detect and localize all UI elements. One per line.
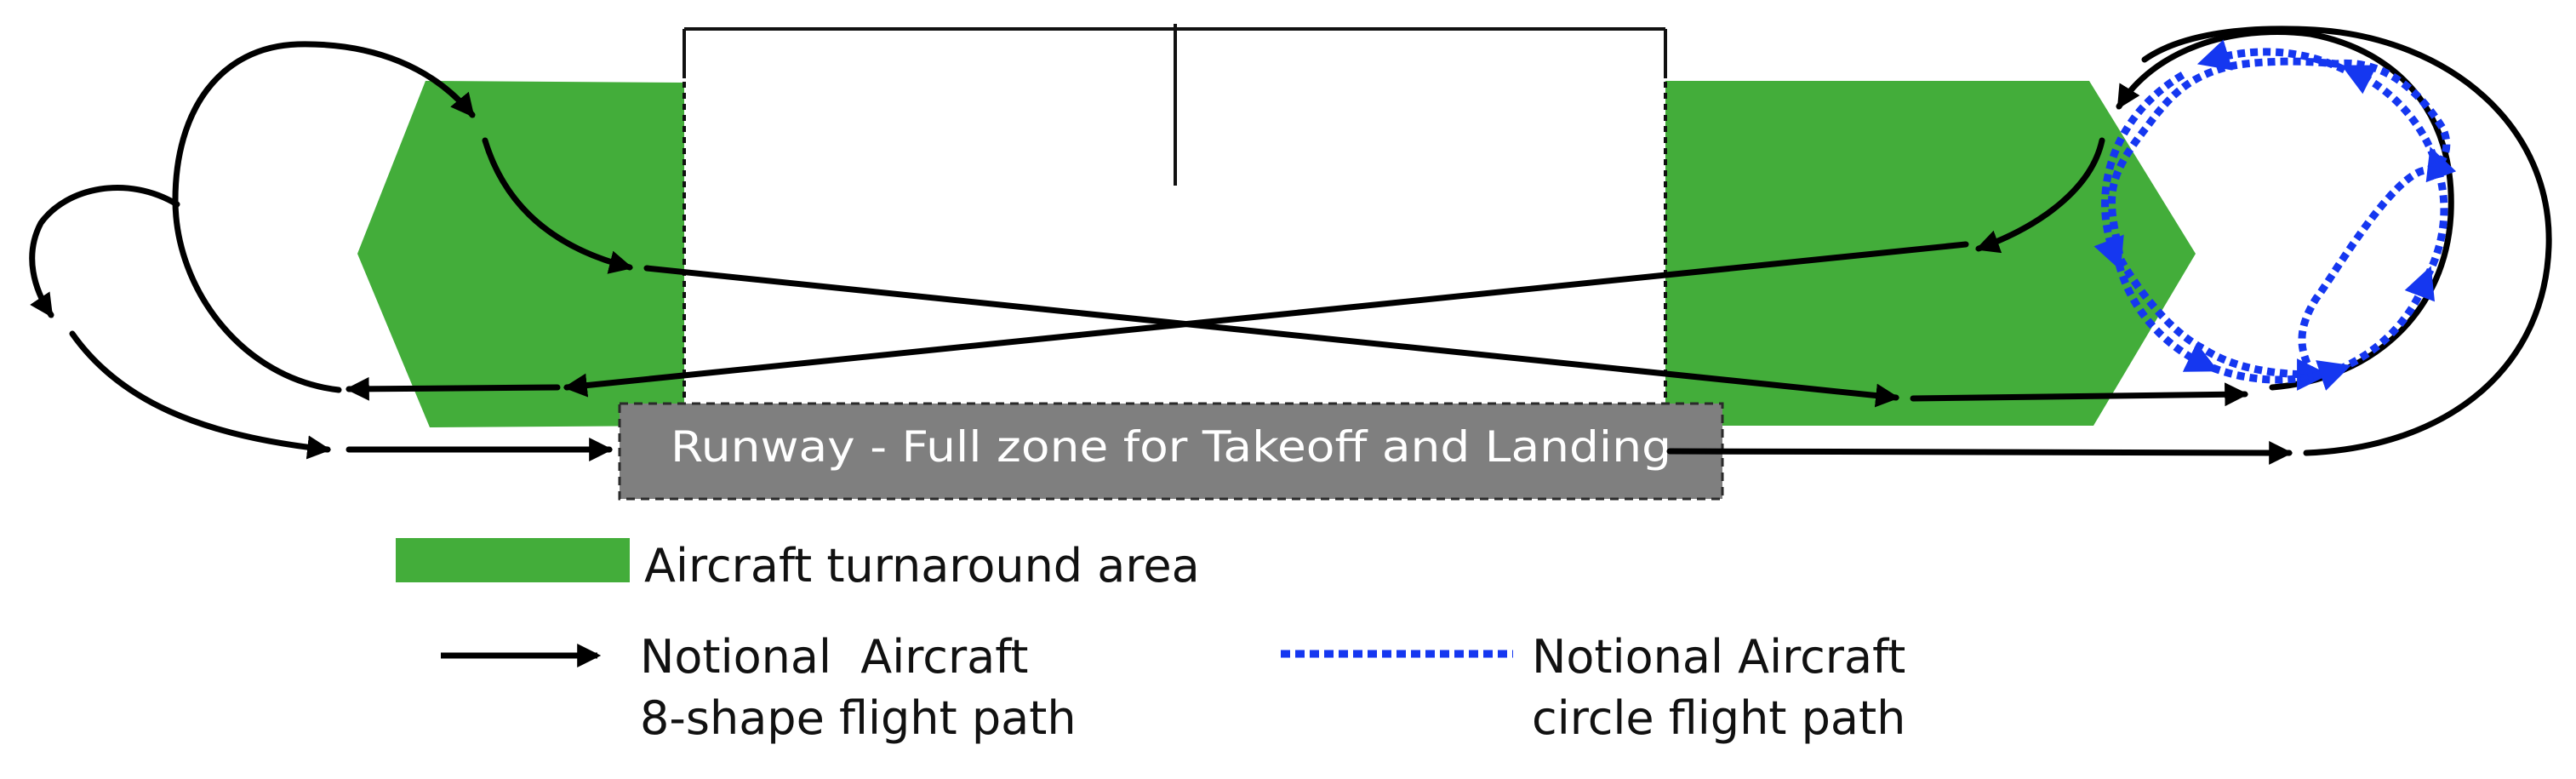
legend-eight-shape-line1: Notional Aircraft bbox=[640, 630, 1028, 684]
right-turnaround-area bbox=[1665, 81, 2196, 426]
flight-path-segment bbox=[643, 265, 1900, 408]
legend: Aircraft turnaround area Notional Aircra… bbox=[396, 538, 1905, 745]
runway-label: Runway - Full zone for Takeoff and Landi… bbox=[671, 422, 1671, 472]
legend-circle-line2: circle flight path bbox=[1532, 691, 1905, 745]
flight-path-segment bbox=[29, 185, 180, 318]
circle-path-segment bbox=[2424, 146, 2457, 279]
circle-flight-path-arrows bbox=[2093, 39, 2457, 391]
circle-path-segment bbox=[2115, 262, 2219, 372]
turnaround-swatch-icon bbox=[396, 538, 630, 582]
circle-path-segment bbox=[2196, 39, 2346, 74]
flight-path-segment bbox=[2141, 26, 2552, 456]
left-turnaround-area bbox=[357, 81, 684, 427]
legend-circle-line1: Notional Aircraft bbox=[1532, 630, 1905, 684]
flight-path-segment bbox=[69, 330, 332, 460]
runway: Runway - Full zone for Takeoff and Landi… bbox=[618, 402, 1724, 501]
flight-path-segment bbox=[1666, 440, 2293, 465]
flight-path-segment bbox=[1975, 137, 2105, 254]
circle-path-segment bbox=[2093, 72, 2185, 271]
circle-path-segment bbox=[2337, 266, 2435, 374]
circle-path-segment bbox=[2341, 65, 2438, 159]
eight-shape-flight-path bbox=[29, 26, 2552, 465]
runway-rectangle bbox=[618, 402, 1724, 501]
flight-path-segment bbox=[1910, 382, 2249, 407]
flight-path-segment bbox=[345, 376, 561, 401]
legend-eight-shape-line2: 8-shape flight path bbox=[640, 691, 1077, 745]
circle-path-segment bbox=[2211, 360, 2351, 391]
legend-turnaround-label: Aircraft turnaround area bbox=[644, 539, 1200, 593]
flight-path-segment bbox=[563, 241, 1969, 398]
central-zone bbox=[683, 24, 1667, 407]
flight-path-segment bbox=[172, 41, 476, 393]
flight-path-segment bbox=[482, 137, 634, 274]
